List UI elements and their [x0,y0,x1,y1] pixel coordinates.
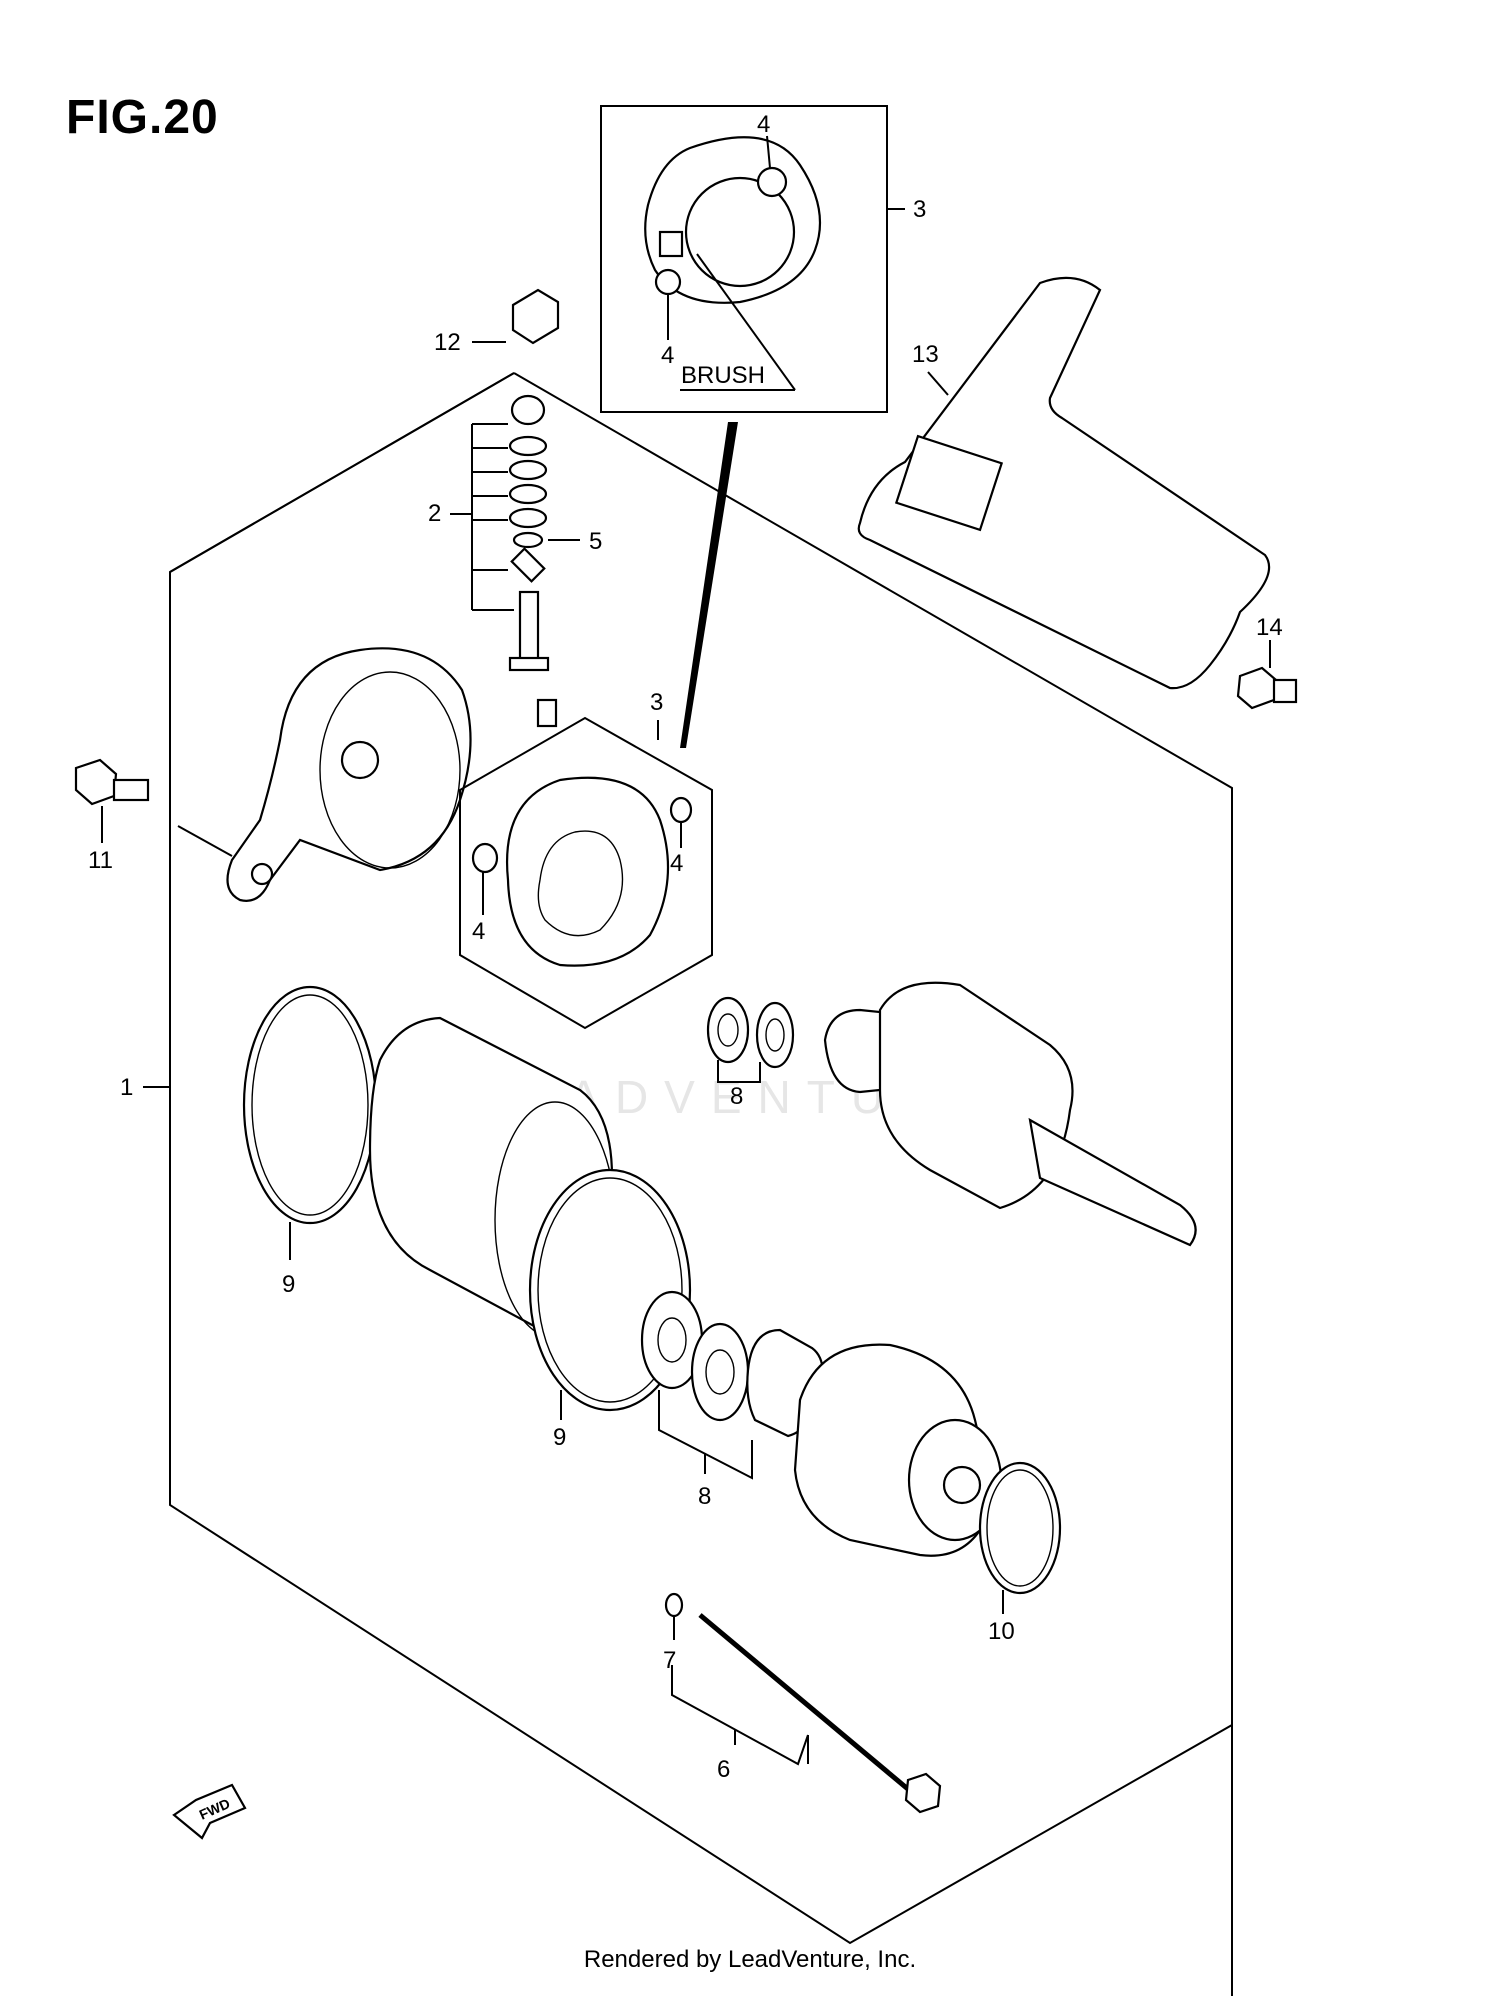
armature-shaft [1028,1117,1197,1247]
callout-4-inset-bottom: 4 [661,342,674,369]
part-2-terminal-bolt [518,590,540,664]
part-6-through-bolt [698,1613,917,1797]
fwd-arrow-icon [172,1783,247,1840]
part-8-bracket-lower [658,1390,753,1480]
callout-6: 6 [717,1756,730,1783]
callout-5: 5 [589,528,602,555]
inset-brush-label: BRUSH [681,362,765,389]
part-8-washer-upper-b [755,1001,795,1069]
callout-3-inset: 3 [913,196,926,223]
part-8-washer-lower-b-hole [705,1349,735,1395]
part-9-oring-center-inner [537,1177,683,1403]
part-6-bracket [671,1665,809,1766]
figure-title: FIG.20 [66,91,219,144]
rear-end-cover-ear [250,862,274,886]
rear-end-cover-rim [319,671,461,869]
part-8-washer-upper-a [706,996,750,1064]
front-end-cover-bore [942,1465,982,1505]
callout-9-center: 9 [553,1424,566,1451]
part-8-washer-lower-b [690,1322,750,1422]
callout-7: 7 [663,1647,676,1674]
part-2-washer-c [508,483,548,505]
inset-holder-hole [684,176,796,288]
inset-spring-bottom [654,268,682,296]
part-12-nut [511,288,560,345]
callout-8-upper: 8 [730,1083,743,1110]
callout-3-main: 3 [650,689,663,716]
armature-core [878,981,1074,1210]
inset-leader-4-top [766,135,771,169]
callout-4-main-left: 4 [472,918,485,945]
part-2-washer-b [508,459,548,481]
part-13-cover [857,276,1271,690]
part-13-window [894,434,1004,532]
part-8-washer-lower-a-hole [657,1317,687,1363]
callout-9-left: 9 [282,1271,295,1298]
inset-spring-top [756,166,788,198]
part-14-bolt-head [1236,666,1278,710]
part-11-bolt-shank [112,778,150,802]
part-8-bracket-upper [717,1060,761,1083]
part-3-holder-cutout [537,830,624,937]
part-2-brush [536,698,558,728]
part-5-oring [512,531,544,549]
part-14-bolt-shank [1272,678,1298,704]
part-3-brush-holder [506,776,670,967]
part-9-oring-left-inner [251,994,369,1216]
part-3-hexagon-frame [459,716,713,1030]
part-2-bracket [471,423,514,611]
callout-2: 2 [428,500,441,527]
part-6-bolt-head [904,1772,942,1814]
part-11-bolt-head [74,758,118,806]
callout-4-main-right: 4 [670,850,683,877]
part-8-washer-upper-a-hole [717,1013,739,1047]
part-8-washer-upper-b-hole [765,1018,785,1052]
assembly-outline-top-left [169,372,515,573]
callout-14: 14 [1256,614,1283,641]
assembly-outline [169,372,1233,1996]
inset-brush-arrow [696,253,796,391]
leader-13 [927,371,949,396]
callout-8-lower: 8 [698,1483,711,1510]
callout-11: 11 [88,847,113,874]
part-10-oring-inner [986,1469,1054,1587]
part-2-insulator [510,547,546,583]
part-2-washer-d [508,507,548,529]
bolt-11-dash [177,825,233,857]
callout-13: 13 [912,341,939,368]
callout-10: 10 [988,1618,1015,1645]
callout-1: 1 [120,1074,133,1101]
part-10-oring [978,1461,1062,1595]
part-2-washer-a [508,435,548,457]
part-2-brush-plate [508,656,550,672]
brush-inset-box [600,105,888,413]
part-7-washer [664,1592,684,1618]
part-2-nut [510,394,546,426]
part-4-spring-right [669,796,693,824]
rear-end-cover-bore [340,740,380,780]
part-9-oring-left [242,985,378,1225]
inset-brush-block [658,230,684,258]
inset-pointer [680,422,738,748]
callout-4-inset-top: 4 [757,111,770,138]
callout-12: 12 [434,329,461,356]
part-4-spring-left [471,842,499,874]
footer-credit: Rendered by LeadVenture, Inc. [583,1946,917,1973]
